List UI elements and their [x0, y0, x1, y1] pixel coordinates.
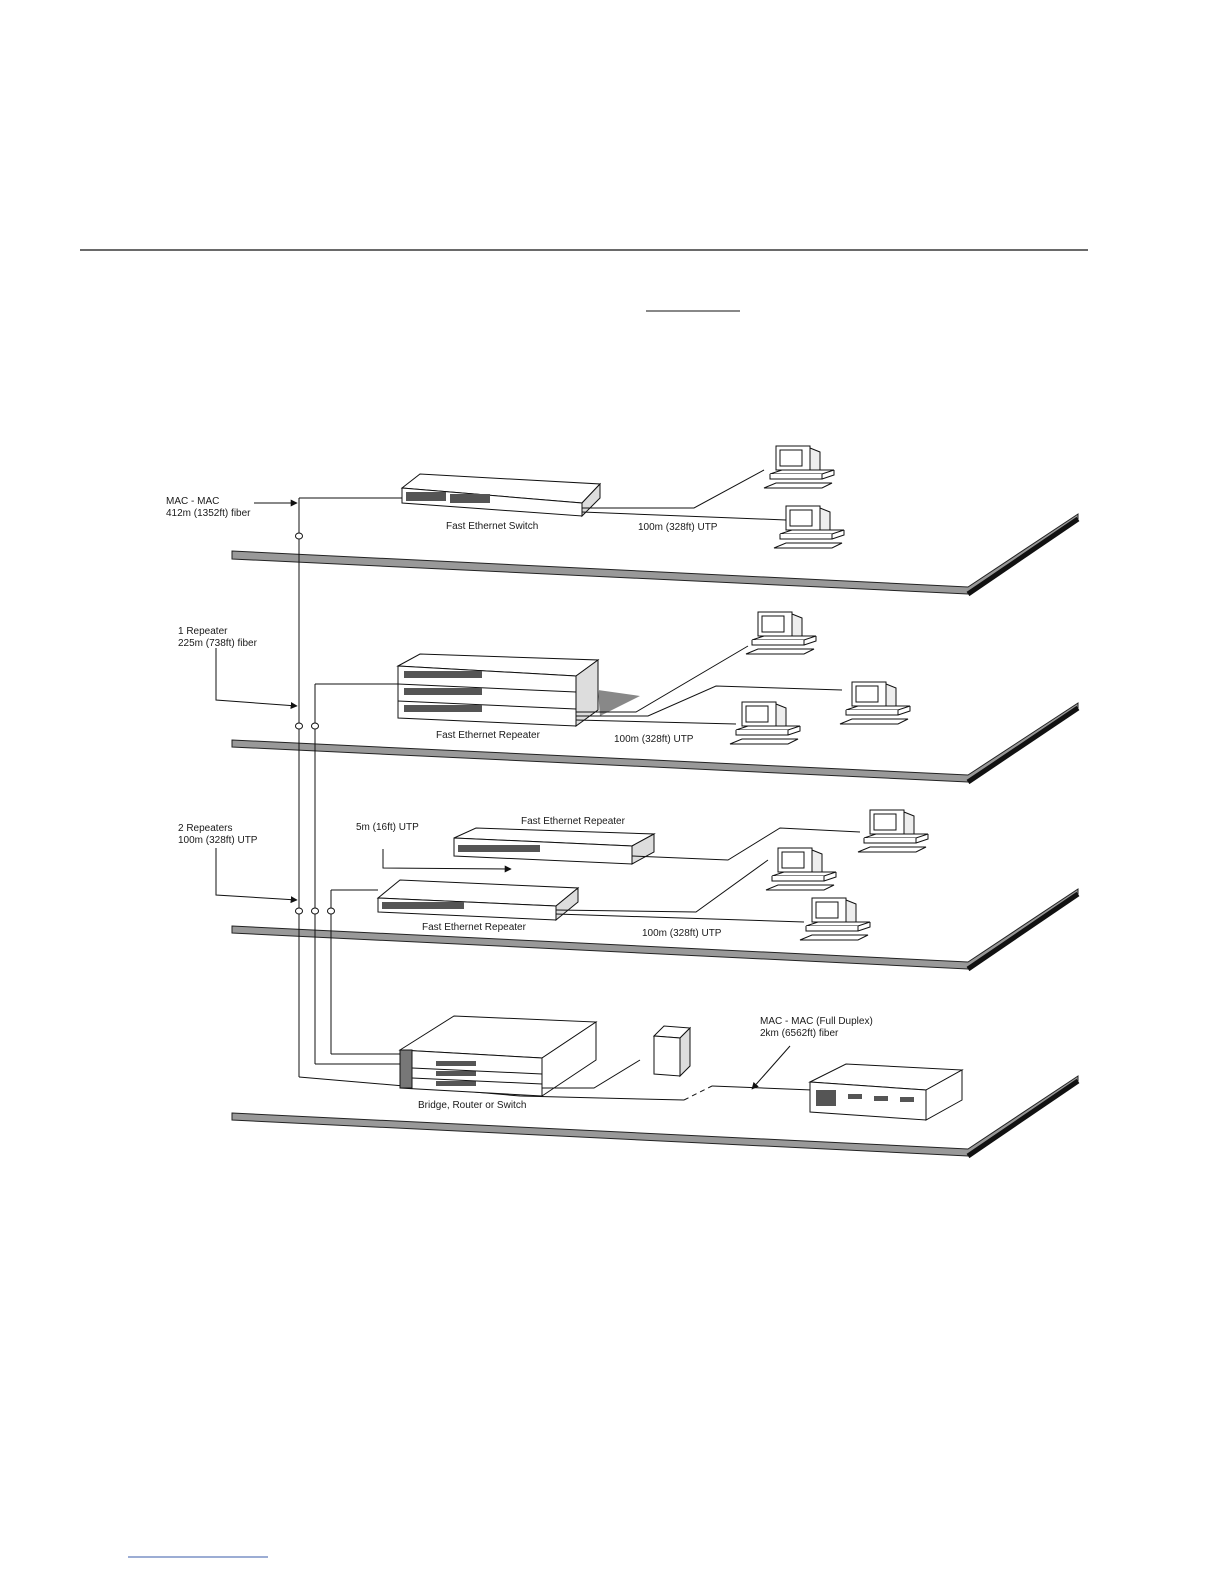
utp-label-floor1: 100m (328ft) UTP	[638, 522, 718, 533]
one-repeater-label: 1 Repeater	[178, 626, 228, 637]
workstation-icon	[799, 897, 871, 941]
workstation-icon	[745, 611, 817, 655]
repeater-label-floor2: Fast Ethernet Repeater	[436, 730, 541, 741]
workstation-icon	[839, 681, 911, 725]
utp-label-floor2: 100m (328ft) UTP	[614, 734, 694, 745]
fast-ethernet-switch	[400, 473, 602, 518]
repeater-label-floor3-top: Fast Ethernet Repeater	[521, 816, 626, 827]
floor1-utp-cables	[581, 469, 787, 521]
floor-slab-2	[231, 702, 1080, 785]
utp-label-floor3: 100m (328ft) UTP	[642, 928, 722, 939]
short-utp-label: 5m (16ft) UTP	[356, 822, 419, 833]
workstation-icon	[773, 505, 845, 549]
bridge-router-switch	[398, 1015, 598, 1097]
workstation-icon	[763, 445, 835, 489]
file-server-icon	[652, 1025, 692, 1078]
fast-ethernet-repeater-upper	[453, 827, 656, 865]
one-repeater-distance: 225m (738ft) fiber	[178, 638, 258, 649]
workstation-icon	[857, 809, 929, 853]
two-repeaters-label: 2 Repeaters	[178, 823, 232, 834]
workstation-icon	[765, 847, 837, 891]
floor-slab-4	[231, 1075, 1080, 1159]
floor-slab-1	[231, 513, 1080, 597]
full-duplex-label: MAC - MAC (Full Duplex)	[760, 1016, 873, 1027]
repeater-label-floor3-bottom: Fast Ethernet Repeater	[422, 922, 527, 933]
floor-slab-3	[231, 888, 1080, 972]
fast-ethernet-repeater-stack	[396, 653, 640, 727]
full-duplex-distance: 2km (6562ft) fiber	[760, 1028, 839, 1039]
annotation-leaders	[215, 499, 791, 1090]
mac-mac-fiber-distance: 412m (1352ft) fiber	[166, 508, 251, 519]
bridge-router-switch-label: Bridge, Router or Switch	[418, 1100, 526, 1111]
riser-connectors	[295, 532, 335, 915]
floor2-utp-cables	[575, 645, 843, 725]
floor4-cables	[542, 1059, 813, 1101]
workstation-icon	[729, 701, 801, 745]
floor3-utp-cables	[555, 827, 861, 923]
two-repeaters-distance: 100m (328ft) UTP	[178, 835, 258, 846]
switch-label: Fast Ethernet Switch	[446, 521, 538, 532]
remote-network-device	[808, 1063, 964, 1121]
mac-mac-fiber-label: MAC - MAC	[166, 496, 219, 507]
fast-ethernet-repeater-lower	[376, 879, 580, 922]
riser-cables	[298, 497, 601, 1099]
